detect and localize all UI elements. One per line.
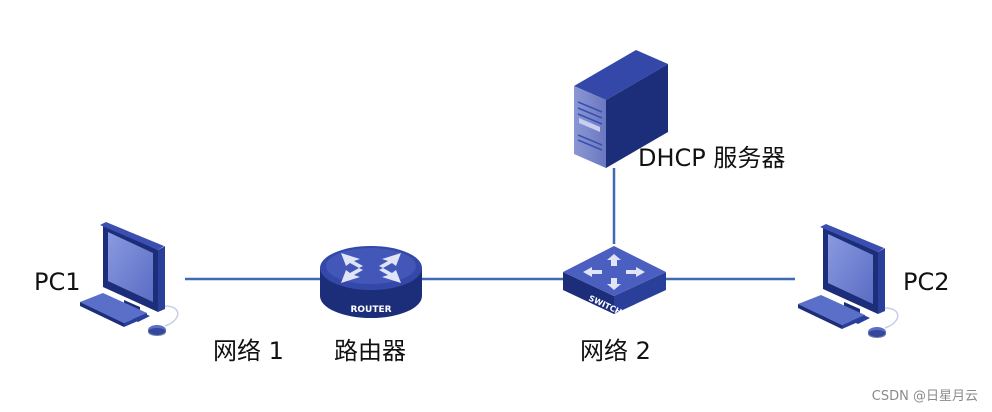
pc2-computer-icon <box>798 224 899 338</box>
network2-label: 网络 2 <box>580 337 651 365</box>
router-icon: ROUTER <box>320 246 422 318</box>
dhcp-server-label: DHCP 服务器 <box>638 144 786 172</box>
dhcp-server-icon <box>574 50 668 168</box>
network1-label: 网络 1 <box>213 337 284 365</box>
switch-icon: SWITCH <box>563 246 666 317</box>
pc1-computer-icon <box>80 222 179 336</box>
router-label: 路由器 <box>334 337 406 365</box>
pc2-label: PC2 <box>903 268 950 296</box>
links <box>185 168 795 281</box>
watermark: CSDN @日星月云 <box>871 389 978 404</box>
router-badge: ROUTER <box>350 305 391 315</box>
pc1-label: PC1 <box>34 268 81 296</box>
